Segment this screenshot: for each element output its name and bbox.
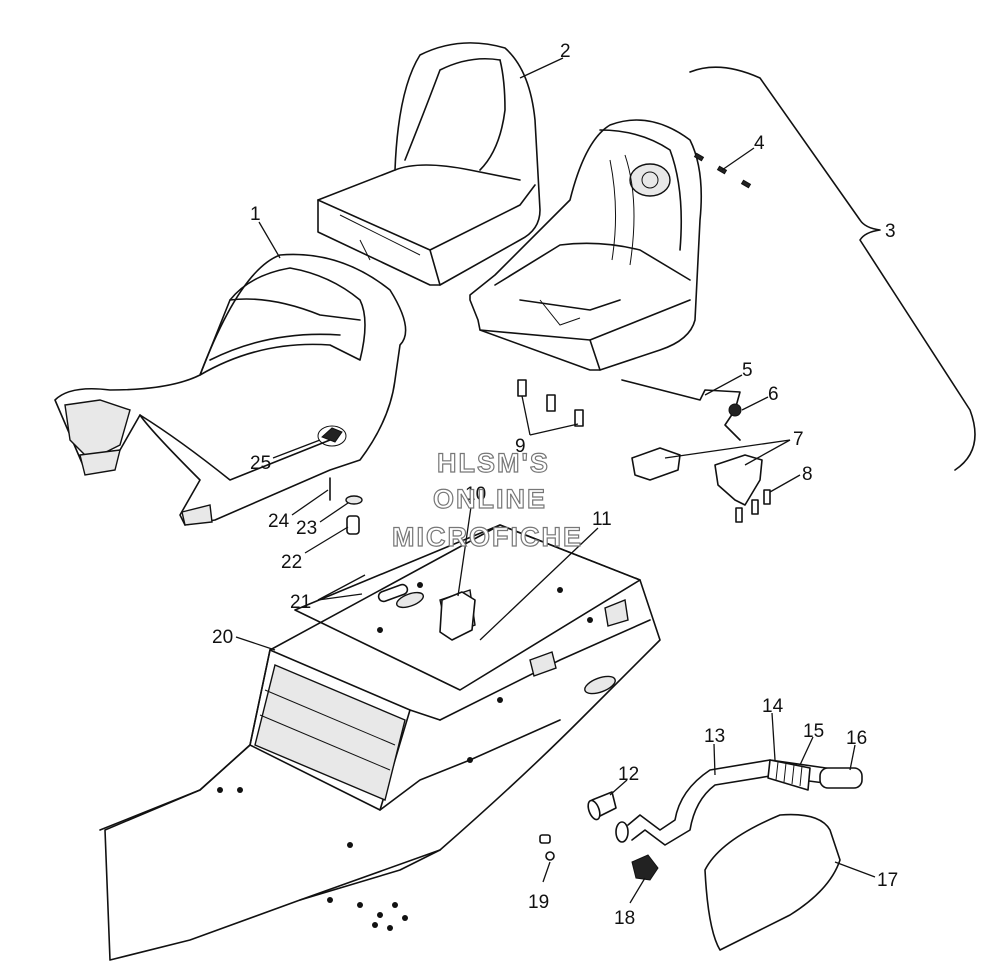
rear-seat-part [54,253,407,526]
callout-25: 25 [250,453,271,474]
watermark-line-3: MICROFICHE [392,522,583,552]
callout-15: 15 [803,721,824,742]
callout-2: 2 [560,41,571,62]
callout-20: 20 [212,627,233,648]
watermark-line-1: HLSM'S [437,448,550,478]
callout-4: 4 [754,133,765,154]
watermark: HLSM'S ONLINE MICROFICHE [391,447,583,552]
callout-17: 17 [877,870,898,891]
callout-11: 11 [592,509,612,530]
callout-labels: 1 2 3 4 5 6 7 8 9 10 11 12 13 14 15 16 1… [212,41,898,929]
stud-part-9 [517,379,584,427]
rod-part-5 [621,379,741,441]
clamp-part-18 [631,854,659,881]
seat-cushion-part [317,42,541,286]
callout-24: 24 [268,511,290,532]
screw-part-4 [693,152,752,189]
callout-9: 9 [515,436,526,457]
callout-10: 10 [465,484,486,505]
leader-lines [235,57,876,904]
group-bracket [689,66,976,471]
slot-part-21 [377,583,409,603]
callout-14: 14 [762,696,784,717]
callout-6: 6 [768,384,779,405]
callout-1: 1 [250,204,261,225]
bushing-part-12 [587,791,617,821]
chassis-tunnel-part [99,524,661,961]
spring-part-6 [728,403,742,417]
seat-base-shell-part [469,119,702,371]
callout-8: 8 [802,464,813,485]
callout-23: 23 [296,518,317,539]
callout-21: 21 [290,592,311,613]
bracket-part-10 [439,591,476,641]
screw-part-8 [735,489,771,523]
callout-7: 7 [793,429,804,450]
callout-13: 13 [704,726,725,747]
watermark-line-2: ONLINE [433,484,547,514]
callout-22: 22 [281,552,302,573]
callout-19: 19 [528,892,549,913]
callout-18: 18 [614,908,635,929]
callout-12: 12 [618,764,639,785]
callout-16: 16 [846,728,867,749]
grab-handle-part [615,759,863,846]
callout-5: 5 [742,360,753,381]
callout-3: 3 [885,221,896,242]
hardware-22-23-24 [329,477,363,535]
latch-part-7 [631,447,763,506]
cover-part-17 [704,813,841,951]
screw-part-19 [539,834,555,861]
